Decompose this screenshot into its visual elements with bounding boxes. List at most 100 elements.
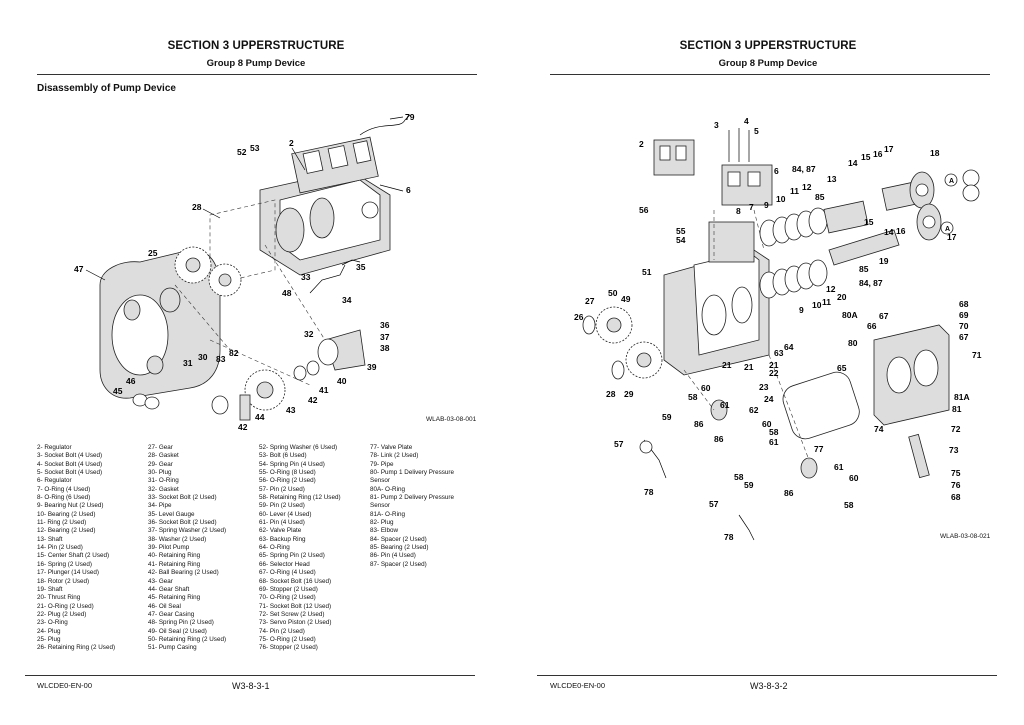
svg-text:A: A — [945, 226, 950, 233]
svg-text:58: 58 — [769, 427, 779, 437]
svg-text:46: 46 — [126, 376, 136, 386]
svg-text:36: 36 — [380, 320, 390, 330]
svg-text:6: 6 — [406, 185, 411, 195]
svg-text:54: 54 — [676, 235, 686, 245]
legend-item: 58- Retaining Ring (12 Used) — [259, 494, 341, 502]
legend-item: 46- Oil Seal — [148, 602, 181, 610]
svg-text:15: 15 — [864, 217, 874, 227]
svg-text:13: 13 — [827, 174, 837, 184]
svg-text:11: 11 — [822, 297, 831, 307]
svg-text:75: 75 — [951, 468, 961, 478]
legend-item: 44- Gear Shaft — [148, 585, 190, 593]
legend-item: 24- Plug — [37, 627, 61, 635]
svg-text:73: 73 — [949, 445, 959, 455]
legend-item: 59- Pin (2 Used) — [259, 502, 305, 510]
legend-item: 63- Backup Ring — [259, 535, 306, 543]
legend-item: 37- Spring Washer (2 Used) — [148, 527, 227, 535]
svg-text:5: 5 — [754, 126, 759, 136]
svg-text:71: 71 — [972, 350, 982, 360]
parts-legend-col-3: 52- Spring Washer (6 Used)53- Bolt (6 Us… — [259, 444, 341, 653]
svg-text:9: 9 — [799, 305, 804, 315]
legend-item: 47- Gear Casing — [148, 610, 195, 618]
svg-text:61: 61 — [769, 437, 779, 447]
figure-id: WLAB-03-08-021 — [940, 533, 991, 540]
svg-text:32: 32 — [304, 329, 314, 339]
svg-text:25: 25 — [148, 248, 158, 258]
footer-page-number: W3-8-3-1 — [232, 681, 270, 691]
legend-item: 21- O-Ring (2 Used) — [37, 602, 94, 610]
pump-casing — [259, 114, 411, 276]
legend-item: 71- Socket Bolt (12 Used) — [259, 602, 332, 610]
footer-rule — [537, 675, 997, 676]
legend-item: 57- Pin (2 Used) — [259, 485, 305, 493]
svg-text:28: 28 — [606, 389, 616, 399]
legend-item: 22- Plug (2 Used) — [37, 610, 87, 618]
legend-item: 14- Pin (2 Used) — [37, 544, 83, 552]
svg-text:28: 28 — [192, 202, 202, 212]
svg-text:20: 20 — [837, 292, 847, 302]
svg-text:63: 63 — [774, 348, 784, 358]
legend-item: 8- O-Ring (6 Used) — [37, 494, 91, 502]
shaft-stack-upper — [759, 169, 980, 247]
svg-text:85: 85 — [859, 264, 869, 274]
legend-item: 80- Pump 1 Delivery Pressure — [370, 469, 454, 477]
legend-item: 69- Stopper (2 Used) — [259, 585, 318, 593]
svg-text:81A: 81A — [954, 392, 970, 402]
svg-text:21: 21 — [722, 360, 732, 370]
legend-item: 23- O-Ring — [37, 619, 68, 627]
svg-text:14: 14 — [848, 158, 858, 168]
svg-text:84, 87: 84, 87 — [792, 164, 816, 174]
legend-item: 15- Center Shaft (2 Used) — [37, 552, 110, 560]
legend-item: 66- Selector Head — [259, 560, 310, 568]
figure-id: WLAB-03-08-001 — [426, 416, 477, 423]
legend-item: 16- Spring (2 Used) — [37, 560, 92, 568]
level-gauge-35 — [341, 259, 361, 266]
svg-text:78: 78 — [644, 487, 654, 497]
svg-text:82: 82 — [229, 348, 239, 358]
regulators — [653, 128, 773, 206]
svg-text:77: 77 — [814, 444, 824, 454]
svg-text:6: 6 — [774, 166, 779, 176]
legend-item: 19- Shaft — [37, 585, 63, 593]
legend-item: Sensor — [370, 502, 390, 510]
legend-item: 42- Ball Bearing (2 Used) — [148, 569, 219, 577]
legend-item: 81- Pump 2 Delivery Pressure — [370, 494, 454, 502]
svg-text:21: 21 — [744, 362, 754, 372]
legend-item: 38- Washer (2 Used) — [148, 535, 207, 543]
legend-item: 54- Spring Pin (4 Used) — [259, 460, 325, 468]
svg-text:18: 18 — [930, 148, 940, 158]
svg-text:38: 38 — [380, 343, 390, 353]
svg-text:A: A — [949, 178, 954, 185]
legend-item: 77- Valve Plate — [370, 444, 413, 451]
svg-text:80A: 80A — [842, 310, 858, 320]
svg-text:17: 17 — [947, 232, 957, 242]
svg-text:51: 51 — [642, 267, 652, 277]
svg-text:68: 68 — [959, 299, 969, 309]
svg-text:43: 43 — [286, 405, 296, 415]
svg-text:86: 86 — [714, 434, 724, 444]
svg-text:7: 7 — [749, 202, 754, 212]
svg-text:37: 37 — [380, 332, 390, 342]
footer-page-number: W3-8-3-2 — [750, 681, 788, 691]
gears — [132, 246, 320, 421]
svg-text:56: 56 — [639, 205, 649, 215]
svg-text:19: 19 — [879, 256, 889, 266]
gear-casing-47 — [99, 249, 221, 399]
ref-circle-a — [944, 173, 958, 187]
legend-item: 52- Spring Washer (6 Used) — [259, 444, 338, 451]
legend-item: 33- Socket Bolt (2 Used) — [148, 494, 217, 502]
legend-item: 41- Retaining Ring — [148, 560, 201, 568]
legend-item: 12- Bearing (2 Used) — [37, 527, 96, 535]
svg-text:72: 72 — [951, 424, 961, 434]
footer-code: WLCDE0-EN-00 — [550, 681, 606, 690]
assembly-lines — [683, 209, 810, 461]
svg-text:55: 55 — [676, 226, 686, 236]
svg-text:60: 60 — [849, 473, 859, 483]
svg-text:50: 50 — [608, 288, 618, 298]
legend-item: 13- Shaft — [37, 535, 63, 543]
svg-text:12: 12 — [802, 182, 812, 192]
ref-circle-a — [940, 221, 954, 235]
svg-text:64: 64 — [784, 342, 794, 352]
svg-text:74: 74 — [874, 424, 884, 434]
